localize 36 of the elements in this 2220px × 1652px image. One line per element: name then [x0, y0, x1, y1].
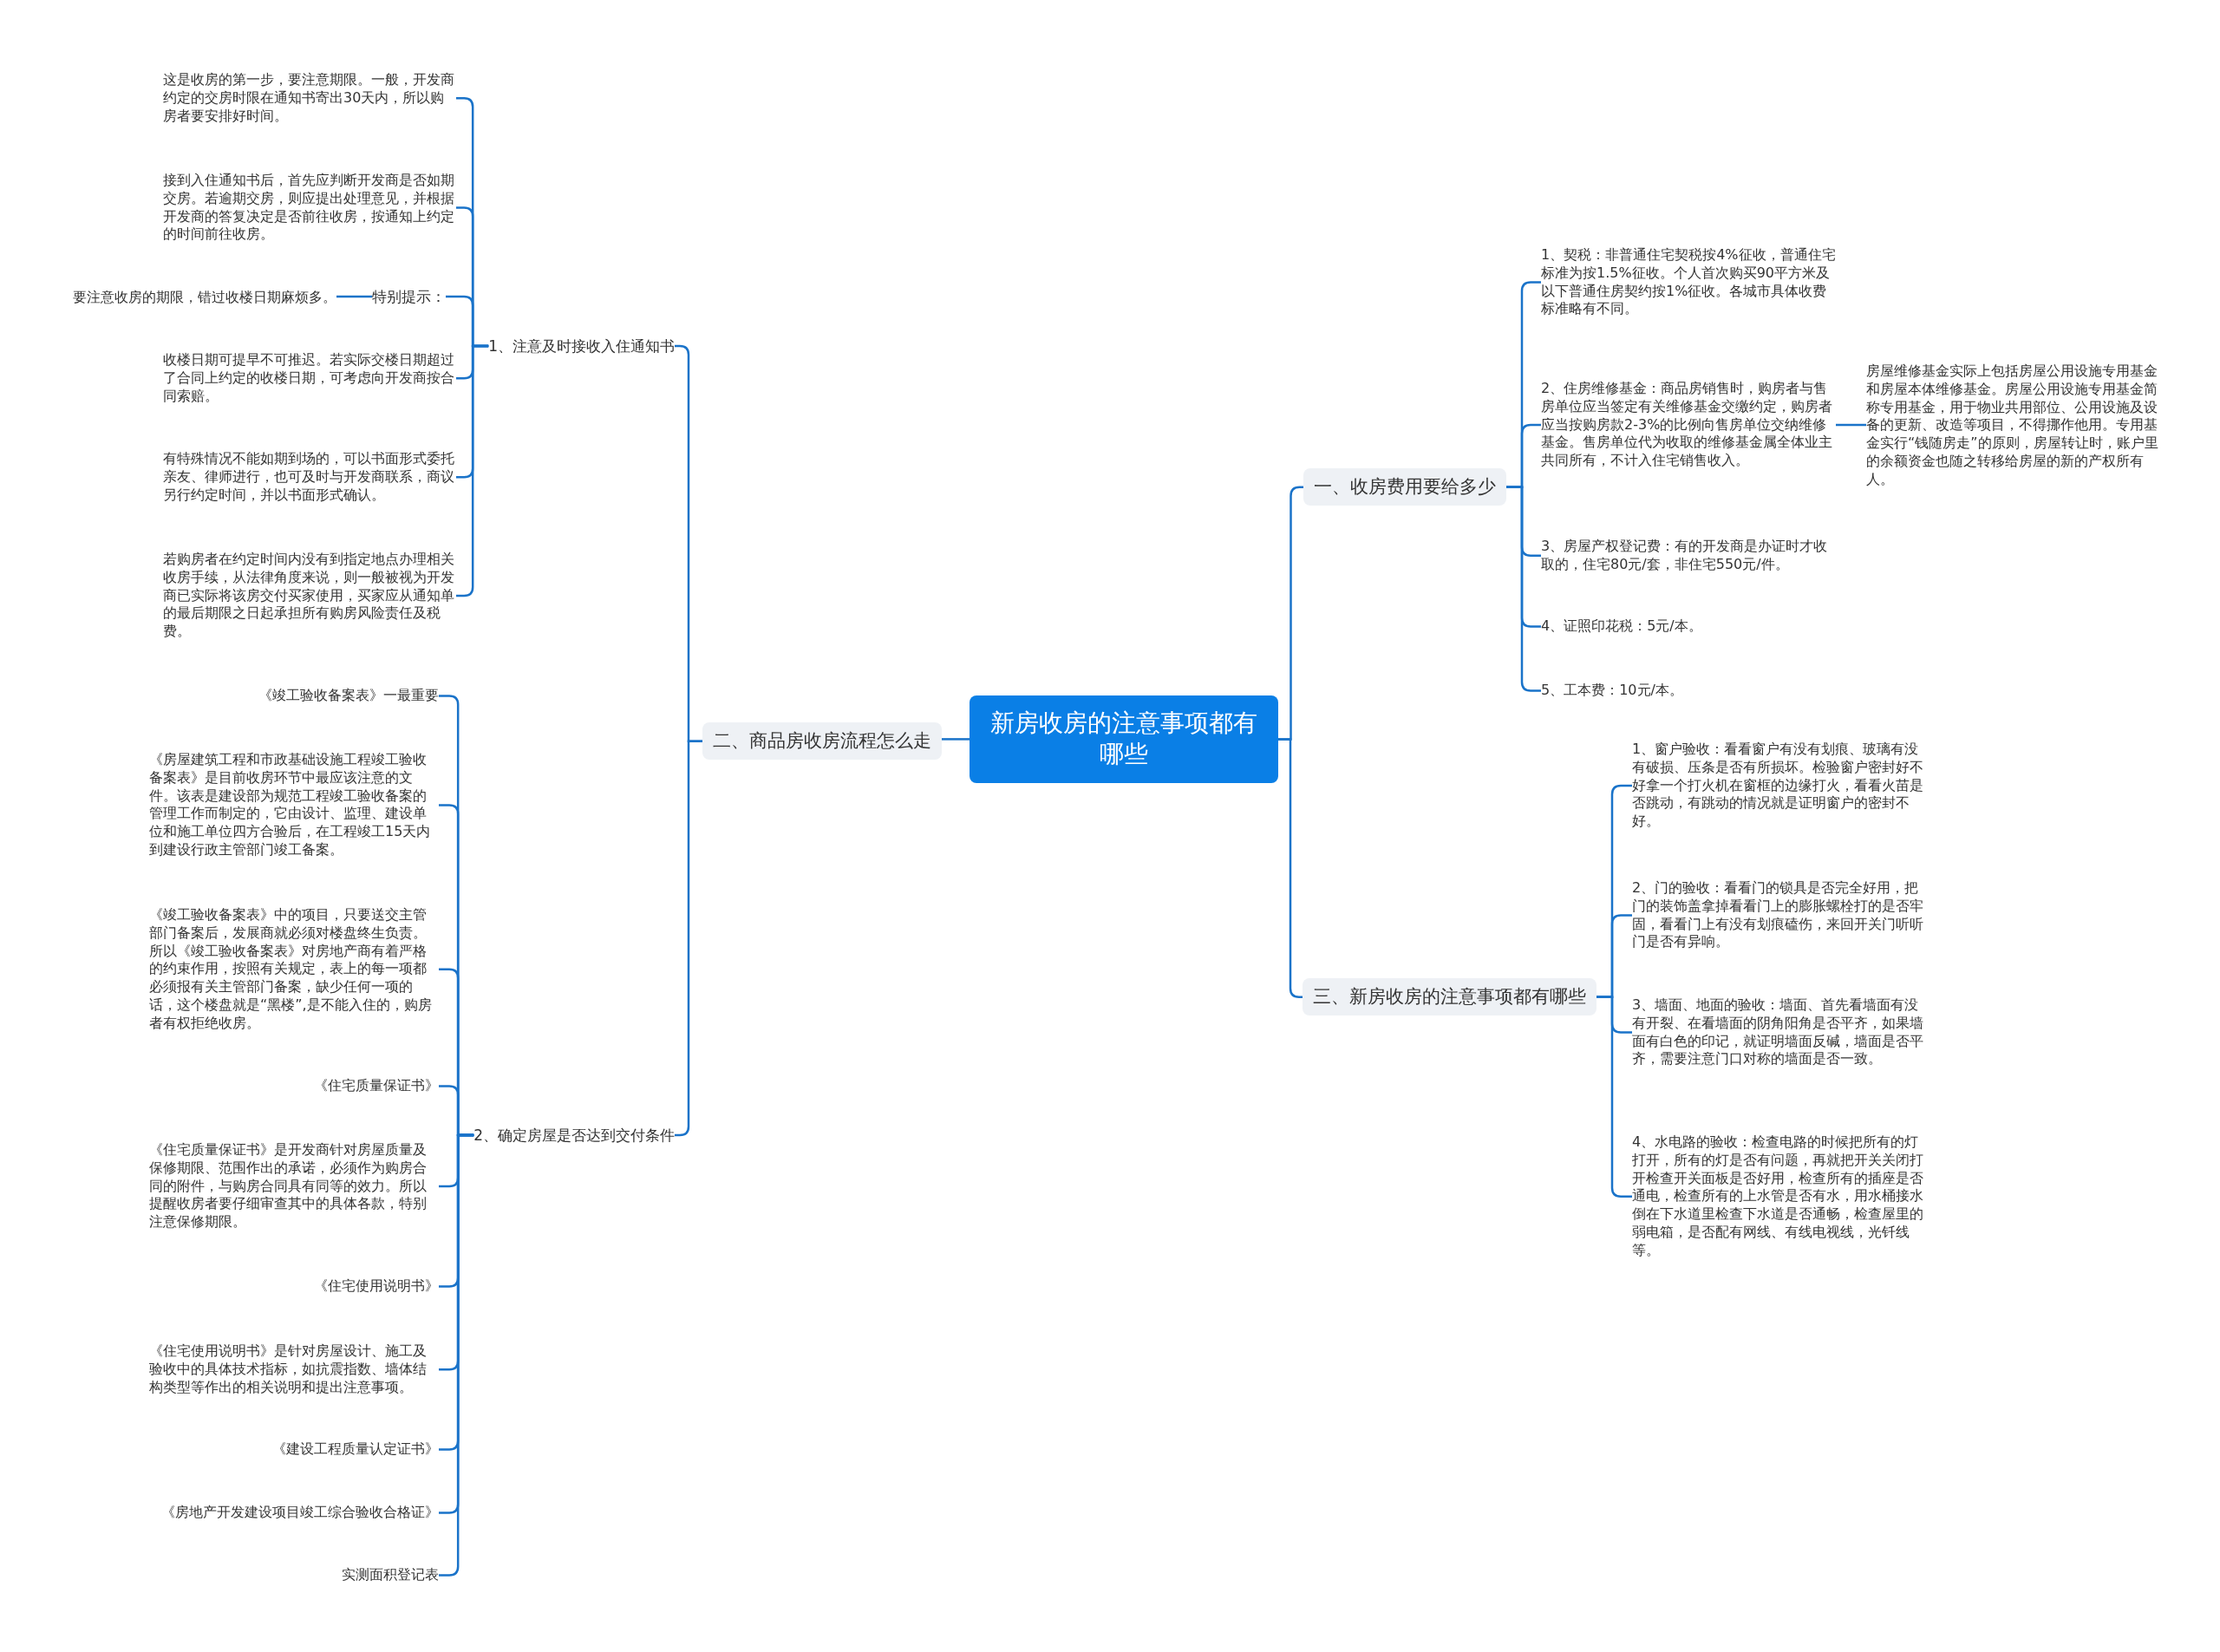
topic-box: 二、商品房收房流程怎么走: [702, 722, 942, 761]
note-text: 《住宅质量保证书》是开发商针对房屋质量及保修期限、范围作出的承诺，必须作为购房合同的附件，与购房合同具有同等的效力。所以提醒收房者要仔细审查其中的具体各款，特别注意保修期限。: [149, 1139, 439, 1233]
connector-line: [1836, 423, 1866, 427]
note-text: 《住宅使用说明书》: [314, 1276, 439, 1297]
subtopic-text: 特别提示：: [372, 285, 446, 309]
note-text: 2、门的验收：看看门的锁具是否完全好用，把门的装饰盖拿掉看看门上的膨胀螺栓打的是否牢固，看看门上有没有划痕磕伤，来回开关门听听门是否有异响。: [1632, 878, 1931, 954]
note-text: 5、工本费：10元/本。: [1541, 680, 1836, 702]
note-text: 《建设工程质量认定证书》: [272, 1439, 439, 1460]
note-text: 有特殊情况不能如期到场的，可以书面形式委托亲友、律师进行，也可及时与开发商联系，商议另行约定时间，并以书面形式确认。: [163, 448, 456, 506]
note-text: 《竣工验收备案表》一最重要: [258, 685, 439, 707]
note-text: 《竣工验收备案表》中的项目，只要送交主管部门备案后，发展商就必须对楼盘终生负责。所以《竣工验收备案表》对房地产商有着严格的约束作用，按照有关规定，表上的每一项都必须报有关主管部门备案，缺少任何一项的话，这个楼盘就是“黑楼”,是不能入住的，购房者有权拒绝收房。: [149, 904, 439, 1035]
note-text: 实测面积登记表: [342, 1564, 439, 1586]
topic-box: 三、新房收房的注意事项都有哪些: [1303, 978, 1596, 1016]
note-text: 3、墙面、地面的验收：墙面、首先看墙面有没有开裂、在看墙面的阴角阳角是否平齐，如果墙面有白色的印记，就证明墙面反碱，墙面是否平齐，需要注意门口对称的墙面是否一致。: [1632, 995, 1931, 1071]
note-text: 要注意收房的期限，错过收楼日期麻烦多。: [73, 287, 336, 309]
note-text: 1、窗户验收：看看窗户有没有划痕、玻璃有没有破损、压条是否有所损坏。检验窗户密封好不好拿一个打火机在窗框的边缘打火，看看火苗是否跳动，有跳动的情况就是证明窗户的密封不好。: [1632, 739, 1931, 833]
subtopic-text: 2、确定房屋是否达到交付条件: [473, 1124, 675, 1147]
note-text: 4、水电路的验收：检查电路的时候把所有的灯打开，所有的灯是否有问题，再就把开关关闭打开检查开关面板是否好用，检查所有的插座是否通电，检查所有的上水管是否有水，用水桶接水倒在下水道里检查下水道是否通畅，检查屋里的弱电箱，是否配有网线、有线电视线，光钎线等。: [1632, 1132, 1931, 1262]
note-text: 4、证照印花税：5元/本。: [1541, 616, 1836, 637]
central-topic-box: 新房收房的注意事项都有哪些: [970, 695, 1278, 783]
note-text: 这是收房的第一步，要注意期限。一般，开发商约定的交房时限在通知书寄出30天内，所以购房者要安排好时间。: [163, 69, 456, 127]
note-text: 接到入住通知书后，首先应判断开发商是否如期交房。若逾期交房，则应提出处理意见，并根据开发商的答复决定是否前往收房，按通知上约定的时间前往收房。: [163, 170, 456, 246]
connector-line: [942, 738, 970, 741]
note-text: 《住宅使用说明书》是针对房屋设计、施工及验收中的具体技术指标，如抗震指数、墙体结构类型等作出的相关说明和提出注意事项。: [149, 1341, 439, 1399]
subtopic-text: 1、注意及时接收入住通知书: [488, 335, 675, 358]
topic-box: 一、收房费用要给多少: [1303, 468, 1506, 506]
note-text: 若购房者在约定时间内没有到指定地点办理相关收房手续，从法律角度来说，则一般被视为开发商已实际将该房交付买家使用，买家应从通知单的最后期限之日起承担所有购房风险责任及税费。: [163, 549, 456, 643]
note-text: 1、契税：非普通住宅契税按4%征收，普通住宅标准为按1.5%征收。个人首次购买90平方米及以下普通住房契约按1%征收。各城市具体收费标准略有不同。: [1541, 245, 1836, 321]
connector-line: [336, 295, 372, 298]
note-text: 《住宅质量保证书》: [314, 1075, 439, 1097]
note-text: 《房地产开发建设项目竣工综合验收合格证》: [161, 1502, 439, 1524]
note-text: 3、房屋产权登记费：有的开发商是办证时才收取的，住宅80元/套，非住宅550元/件。: [1541, 536, 1836, 576]
note-text: 收楼日期可提早不可推迟。若实际交楼日期超过了合同上约定的收楼日期，可考虑向开发商按合同索赔。: [163, 349, 456, 408]
note-text: 2、住房维修基金：商品房销售时，购房者与售房单位应当签定有关维修基金交缴约定，购房者应当按购房款2-3%的比例向售房单位交纳维修基金。售房单位代为收取的维修基金属全体业主共同所有，不计入住宅销售收入。: [1541, 378, 1836, 472]
note-text: 《房屋建筑工程和市政基础设施工程竣工验收备案表》是目前收房环节中最应该注意的文件。该表是建设部为规范工程竣工验收备案的管理工作而制定的，它由设计、监理、建设单位和施工单位四方合验后，在工程竣工15天内到建设行政主管部门竣工备案。: [149, 749, 439, 861]
note-text: 房屋维修基金实际上包括房屋公用设施专用基金和房屋本体维修基金。房屋公用设施专用基金简称专用基金，用于物业共用部位、公用设施及设备的更新、改造等项目，不得挪作他用。专用基金实行“钱随房走”的原则，房屋转让时，账户里的余额资金也随之转移给房屋的新的产权所有人。: [1866, 361, 2161, 491]
